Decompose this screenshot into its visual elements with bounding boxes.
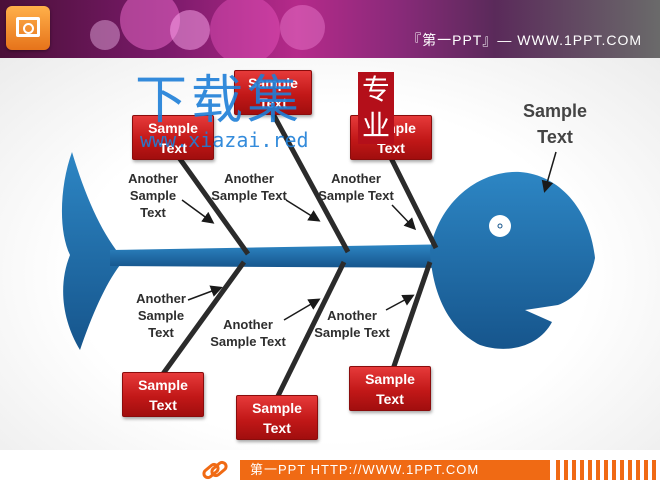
bone-lower-left — [157, 260, 247, 380]
arrow-upper-right — [391, 204, 417, 231]
bokeh-light — [280, 5, 325, 50]
box-bottom-left: Sample Text — [122, 372, 204, 417]
label-upper-left: Another Sample Text — [128, 171, 178, 220]
label-upper-right: Another Sample Text — [318, 171, 394, 203]
label-lower-left: Another Sample Text — [136, 291, 186, 340]
bone-upper-left — [167, 143, 251, 256]
box-bottom-mid: Sample Text — [236, 395, 318, 440]
label-lower-mid: Another Sample Text — [210, 317, 286, 349]
watermark-title: 下载集 — [135, 71, 304, 131]
label-lower-right: Another Sample Text — [314, 308, 390, 340]
ppt-logo-icon — [6, 6, 50, 50]
fish-head — [430, 171, 595, 349]
watermark-url: www.xiazai.red — [140, 128, 309, 152]
arrow-lower-right — [385, 294, 415, 311]
footer-stripes — [556, 460, 656, 480]
watermark-seal: 专业 — [358, 72, 394, 144]
arrow-upper-left — [181, 199, 215, 224]
arrow-head — [541, 151, 557, 193]
arrow-upper-mid — [285, 199, 321, 222]
bone-upper-mid — [269, 110, 351, 254]
bokeh-light — [90, 20, 120, 50]
arrow-lower-mid — [283, 298, 321, 321]
brand-text: 『第一PPT』— WWW.1PPT.COM — [407, 32, 642, 48]
bone-lower-right — [389, 261, 433, 373]
box-top-left: Sample Text — [132, 115, 214, 160]
box-bottom-right: Sample Text — [349, 366, 431, 411]
head-label: Sample Text — [522, 101, 588, 147]
link-icon — [202, 460, 228, 480]
label-upper-mid: Another Sample Text — [211, 171, 287, 203]
fish-eye — [489, 215, 511, 237]
bone-lower-mid — [273, 260, 347, 402]
arrow-lower-left — [187, 285, 223, 301]
bokeh-light — [210, 0, 280, 58]
fish-spine — [110, 244, 460, 268]
box-top-mid: Sample Text — [234, 70, 312, 115]
bone-upper-right — [385, 150, 439, 250]
header-banner: 『第一PPT』— WWW.1PPT.COM — [0, 0, 660, 58]
fish-tail — [61, 152, 120, 350]
bokeh-light — [170, 10, 210, 50]
fish-pupil — [497, 223, 503, 229]
footer-url-bar[interactable]: 第一PPT HTTP://WWW.1PPT.COM — [240, 460, 550, 480]
